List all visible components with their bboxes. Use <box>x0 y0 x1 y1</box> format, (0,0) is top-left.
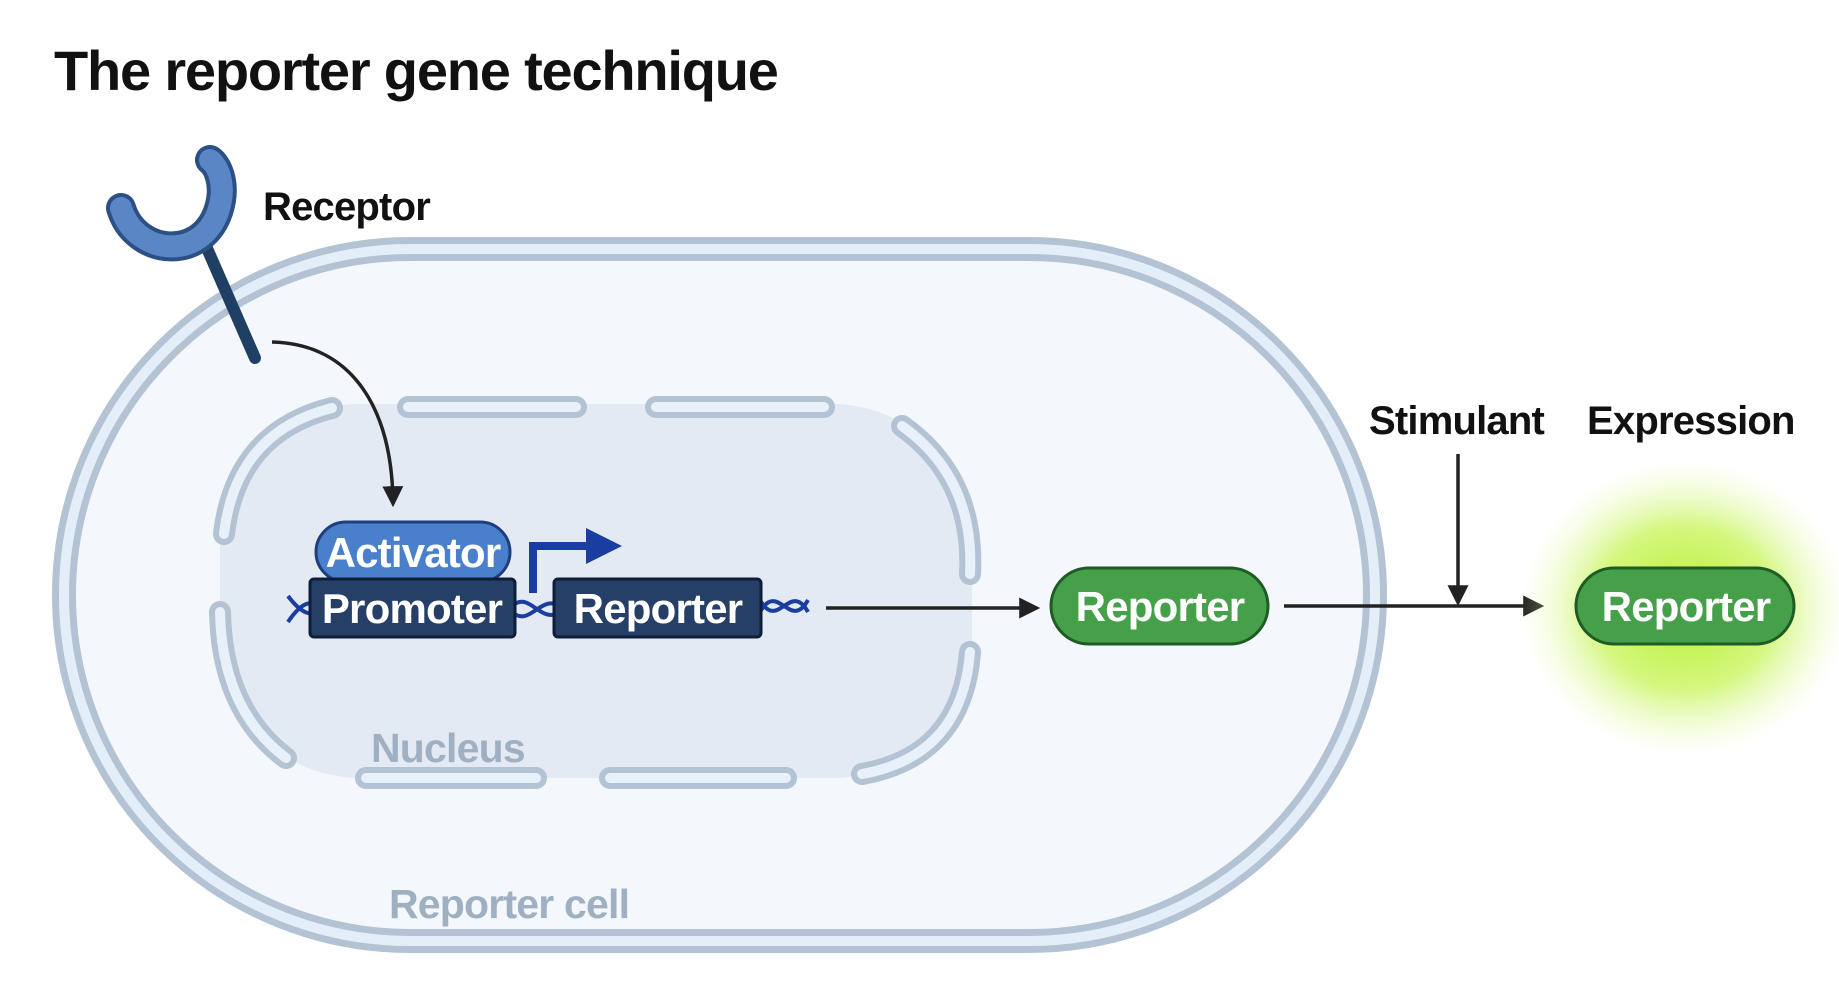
reporter-protein-label: Reporter <box>1076 583 1245 630</box>
promoter-label: Promoter <box>322 585 503 632</box>
reporter-protein: Reporter <box>1049 566 1270 646</box>
nucleus-label: Nucleus <box>371 725 525 771</box>
stimulant-label: Stimulant <box>1369 399 1545 443</box>
transcription-start-arrow-icon <box>529 528 622 593</box>
promoter-box: Promoter <box>308 577 517 639</box>
activator-node: Activator <box>314 520 512 584</box>
activator-label: Activator <box>326 529 501 576</box>
page-title: The reporter gene technique <box>54 39 779 102</box>
nucleus <box>209 396 982 789</box>
expression-label: Expression <box>1587 399 1795 443</box>
receptor-label: Receptor <box>263 185 430 229</box>
receptor-icon <box>106 145 261 364</box>
signal-arrow <box>271 340 404 508</box>
reporter-gene-label: Reporter <box>574 585 743 632</box>
reporter-cell-label: Reporter cell <box>389 881 629 927</box>
reporter-expressed-label: Reporter <box>1602 583 1771 630</box>
reporter-gene-box: Reporter <box>552 577 763 639</box>
reporter-expressed: Reporter <box>1574 566 1796 646</box>
